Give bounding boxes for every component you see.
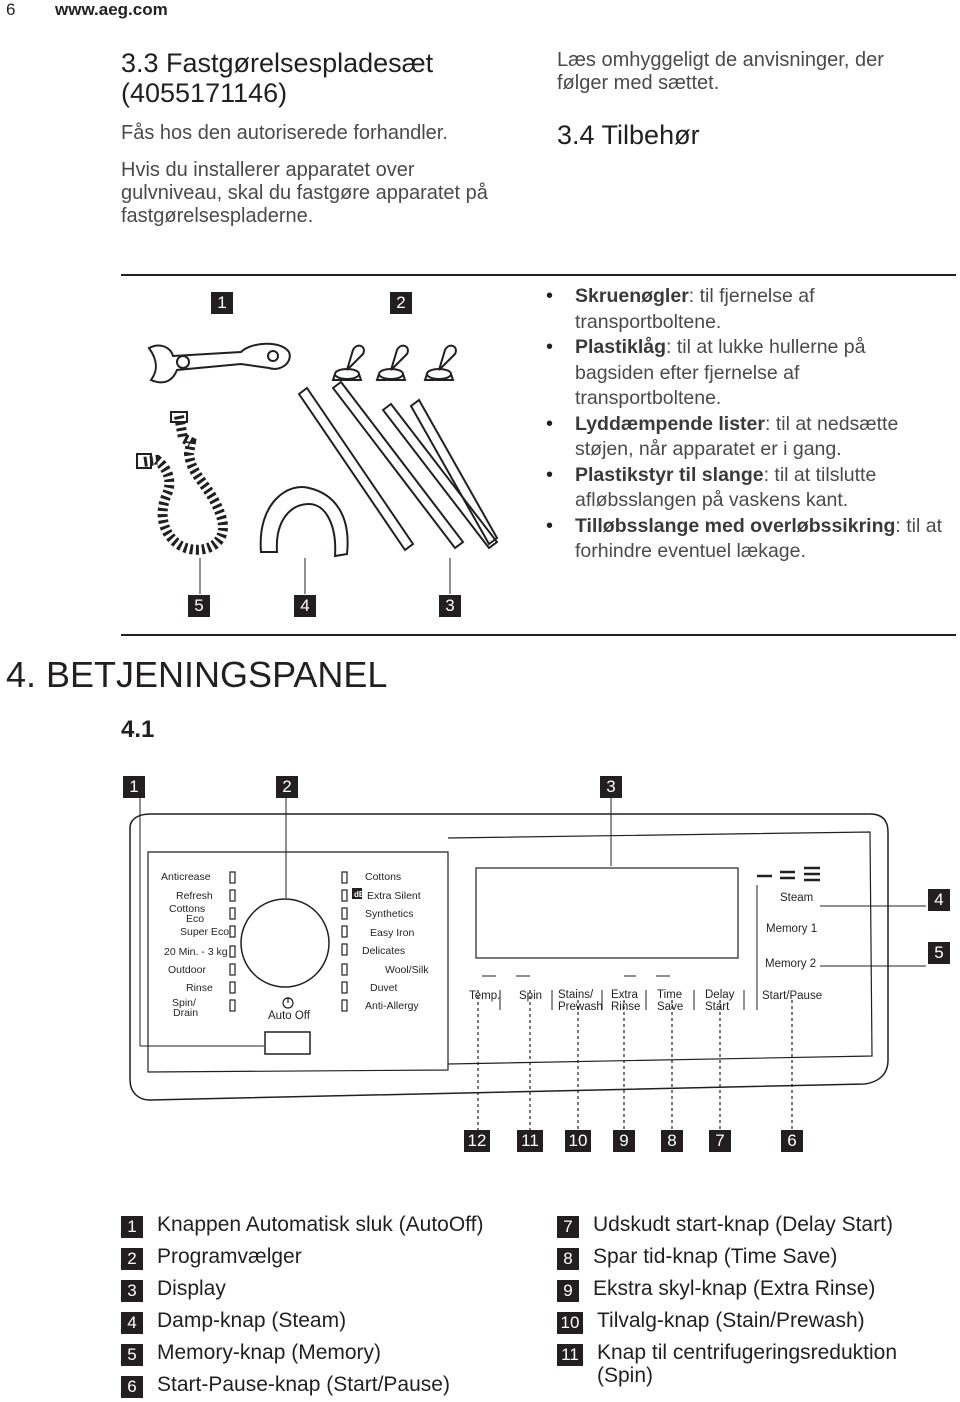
para2-line: Hvis du installerer apparatet over bbox=[121, 159, 415, 181]
figure-label-4: 4 bbox=[294, 595, 316, 617]
memory-2-button[interactable]: Memory 2 bbox=[765, 958, 817, 970]
list-item: Skruenøgler: til fjernelse af transportb… bbox=[546, 284, 946, 335]
memory-1-button[interactable]: Memory 1 bbox=[766, 923, 818, 935]
list-item: Lyddæmpende lister: til at nedsætte støj… bbox=[546, 412, 946, 463]
accessories-illustration bbox=[136, 342, 499, 594]
panel-label-8: 8 bbox=[661, 1130, 683, 1152]
noise-strips-icon bbox=[297, 380, 499, 552]
section-3-3-para1: Fås hos den autoriserede forhandler. bbox=[121, 122, 448, 144]
figure-label-1: 1 bbox=[211, 292, 233, 314]
section-3-3-para2: Hvis du installerer apparatet over gulvn… bbox=[121, 159, 488, 228]
program-duvet: Duvet bbox=[370, 982, 398, 994]
program-cottons-left: Cottons bbox=[169, 903, 206, 915]
display-window bbox=[475, 867, 739, 959]
panel-label-12: 12 bbox=[464, 1130, 490, 1152]
inlet-hose-icon bbox=[136, 411, 228, 555]
divider-top bbox=[121, 274, 956, 276]
spin-button[interactable]: Spin bbox=[519, 990, 543, 1002]
legend-item-11: 11 Knap til centrifugeringsreduktion(Spi… bbox=[557, 1341, 897, 1387]
section-3-3-title: 3.3 Fastgørelsespladesæt (4055171146) bbox=[121, 48, 433, 108]
kit-note-line: Læs omhyggeligt de anvisninger, der bbox=[557, 49, 884, 71]
start-pause-button[interactable]: Start/Pause bbox=[762, 990, 823, 1002]
steam-button[interactable]: Steam bbox=[780, 892, 814, 904]
program-drain: Drain bbox=[173, 1007, 199, 1019]
program-dial bbox=[240, 898, 330, 988]
divider-bottom bbox=[121, 634, 956, 636]
panel-label-11: 11 bbox=[517, 1130, 543, 1152]
section-4-title: 4. BETJENINGSPANEL bbox=[6, 654, 388, 695]
panel-label-6: 6 bbox=[781, 1130, 803, 1152]
svg-text:dB: dB bbox=[354, 890, 365, 899]
section-4-1-title: 4.1 bbox=[121, 716, 155, 743]
panel-label-2: 2 bbox=[276, 776, 298, 798]
panel-label-4: 4 bbox=[928, 889, 950, 911]
panel-label-9: 9 bbox=[613, 1130, 635, 1152]
program-leds bbox=[229, 871, 348, 1012]
hose-guide-icon bbox=[259, 486, 349, 558]
auto-off-label: Auto Off bbox=[268, 1010, 310, 1022]
program-easy-iron: Easy Iron bbox=[370, 927, 415, 939]
power-icon bbox=[282, 997, 294, 1009]
panel-label-3: 3 bbox=[600, 776, 622, 798]
kit-note-line: følger med sættet. bbox=[557, 72, 720, 94]
figure-label-3: 3 bbox=[439, 595, 461, 617]
program-refresh: Refresh bbox=[176, 890, 213, 902]
program-cottons: Cottons bbox=[365, 871, 402, 883]
panel-label-5: 5 bbox=[928, 942, 950, 964]
figure-label-5: 5 bbox=[188, 595, 210, 617]
stains-prewash-button[interactable]: Stains/Prewash bbox=[558, 989, 603, 1013]
auto-off-button bbox=[264, 1031, 311, 1055]
program-eco: Eco bbox=[186, 913, 205, 925]
program-anti-allergy: Anti-Allergy bbox=[365, 1000, 419, 1012]
accessories-list: Skruenøgler: til fjernelse af transportb… bbox=[546, 284, 946, 565]
plastic-caps-icon bbox=[331, 344, 457, 381]
section-3-3-title-line1: 3.3 Fastgørelsespladesæt bbox=[121, 48, 434, 78]
program-super-eco: Super Eco bbox=[180, 926, 230, 938]
program-extra-silent: Extra Silent bbox=[367, 890, 421, 902]
section-3-3-title-line2: (4055171146) bbox=[121, 78, 288, 108]
program-outdoor: Outdoor bbox=[168, 964, 206, 976]
program-20min: 20 Min. - 3 kg bbox=[164, 946, 228, 958]
list-item: Tilløbsslange med overløbssikring: til a… bbox=[546, 514, 946, 565]
section-3-4-title: 3.4 Tilbehør bbox=[557, 120, 700, 150]
program-delicates: Delicates bbox=[362, 945, 406, 957]
page-number: 6 bbox=[6, 0, 16, 19]
header-url[interactable]: www.aeg.com bbox=[55, 0, 168, 19]
list-item: Plastiklåg: til at lukke hullerne på bag… bbox=[546, 335, 946, 412]
kit-note: Læs omhyggeligt de anvisninger, der følg… bbox=[557, 49, 884, 95]
panel-label-1: 1 bbox=[123, 776, 145, 798]
panel-label-10: 10 bbox=[565, 1130, 591, 1152]
list-item: Plastikstyr til slange: til at tilslutte… bbox=[546, 463, 946, 514]
program-wool-silk: Wool/Silk bbox=[385, 964, 429, 976]
para2-line: fastgørelsespladerne. bbox=[121, 205, 314, 227]
program-spin: Spin/ bbox=[172, 997, 196, 1009]
program-anticrease: Anticrease bbox=[161, 871, 211, 883]
control-panel-illustration: dB bbox=[129, 796, 926, 1140]
program-rinse: Rinse bbox=[186, 982, 213, 994]
temp-button[interactable]: Temp. bbox=[469, 990, 501, 1002]
wrench-icon bbox=[147, 342, 291, 384]
program-synthetics: Synthetics bbox=[365, 908, 414, 920]
para2-line: gulvniveau, skal du fastgøre apparatet p… bbox=[121, 182, 488, 204]
figure-label-2: 2 bbox=[390, 292, 412, 314]
panel-label-7: 7 bbox=[709, 1130, 731, 1152]
